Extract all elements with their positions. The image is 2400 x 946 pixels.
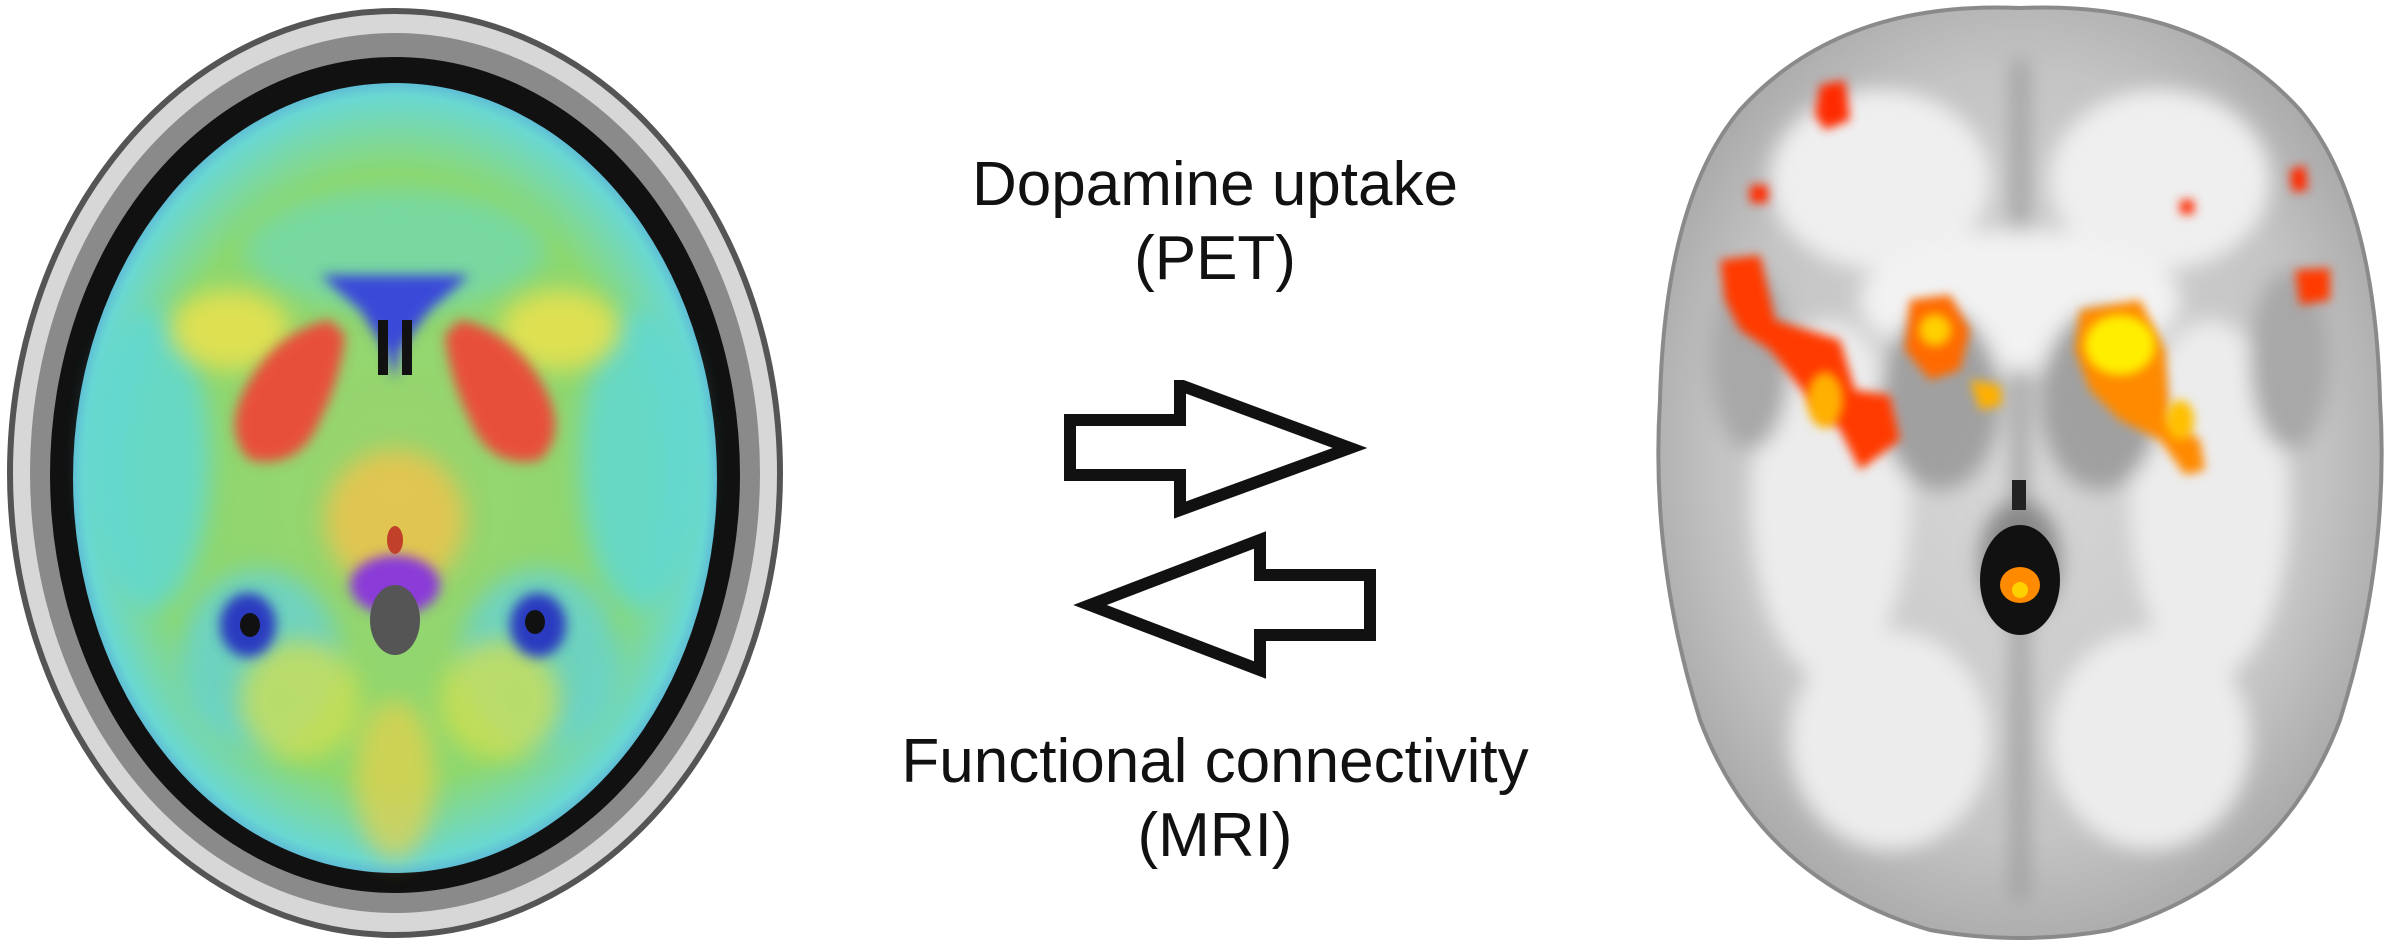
mri-brain-svg [1656,5,2384,940]
mri-label: Functional connectivity (MRI) [790,725,1640,873]
outline-arrow-right-icon [1064,380,1368,519]
mri-activation-clusters [1720,80,2330,603]
pet-brain-svg [7,8,783,938]
pet-striatum-high-uptake [235,320,555,462]
pet-brain-image [0,0,790,946]
mri-label-line1: Functional connectivity [901,727,1529,796]
pet-label-line1: Dopamine uptake [972,150,1458,219]
mri-label-line2: (MRI) [1137,801,1293,870]
pet-warm-regions [170,290,620,860]
outline-arrow-left-icon [1073,531,1376,679]
pet-label: Dopamine uptake (PET) [790,148,1640,296]
pet-label-line2: (PET) [1134,224,1296,293]
mri-brain-image [1640,0,2400,946]
pet-ventricles [220,275,566,657]
bidirectional-arrows [1050,380,1390,680]
